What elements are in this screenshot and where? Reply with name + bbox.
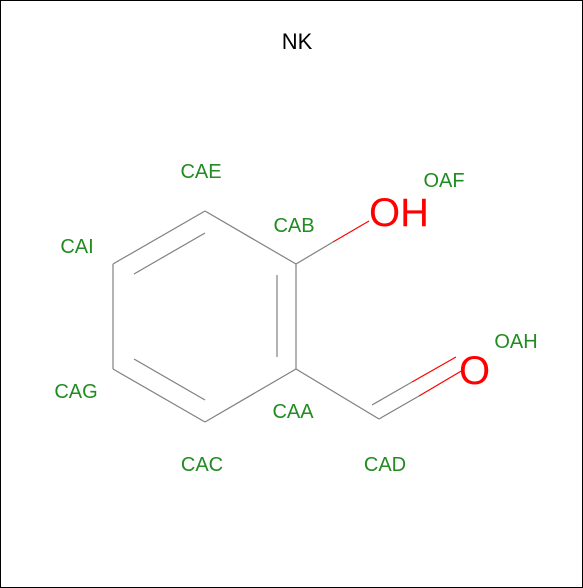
hydroxyl-symbol: OH [369, 191, 429, 235]
bond-cae-cab [204, 210, 297, 265]
bond-cad-oah-red-1 [418, 369, 464, 397]
bond-cai-cae [112, 210, 206, 265]
bond-cai-cae-inner [133, 232, 206, 275]
bond-cab-oaf-red [332, 220, 370, 243]
diagram-title: NK [282, 29, 313, 54]
atom-label-cac: CAC [181, 454, 223, 476]
atom-label-oaf: OAF [423, 170, 464, 192]
bond-cad-oah-red-2 [411, 356, 457, 383]
atom-label-oah: OAH [494, 331, 537, 353]
bond-cab-oaf-gray [295, 241, 334, 265]
bond-cac-cag-inner [133, 358, 206, 401]
atom-label-cag: CAG [54, 381, 97, 403]
atom-label-cad: CAD [364, 454, 406, 476]
atom-label-cai: CAI [60, 236, 93, 258]
bond-caa-cac [204, 368, 297, 423]
atom-label-cab: CAB [273, 215, 314, 237]
carbonyl-oxygen-symbol: O [459, 349, 490, 393]
atom-label-cae: CAE [180, 161, 221, 183]
bond-cad-oah-gray-2 [371, 381, 413, 406]
bond-cad-oah-gray-1 [378, 395, 420, 420]
bond-cac-cag [112, 368, 206, 423]
bond-caa-cad [295, 368, 380, 420]
bonds [112, 210, 420, 423]
atom-labels: CAE CAB OAF CAI OAH CAG CAA CAC CAD [54, 161, 537, 476]
atom-label-caa: CAA [272, 401, 314, 423]
oxygen-bonds [332, 220, 464, 397]
